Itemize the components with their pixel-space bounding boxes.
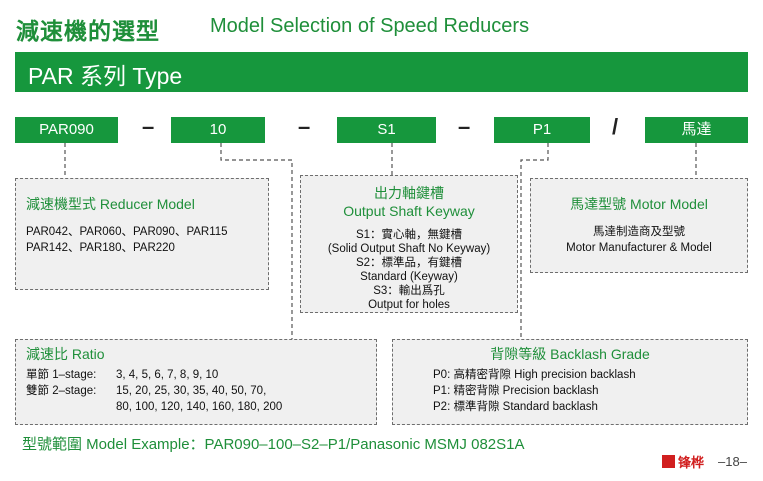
page-title-en: Model Selection of Speed Reducers: [210, 15, 530, 37]
backlash-line-p0: P0: 高精密背隙 High precision backlash: [433, 369, 636, 381]
code-ratio-box: 10: [171, 117, 265, 143]
code-dash-1: –: [142, 114, 155, 139]
model-example: 型號範圍 Model Example：PAR090–100–S2–P1/Pana…: [22, 436, 525, 453]
output-shaft-line-1: S1：實心軸，無鍵槽: [355, 229, 463, 241]
output-shaft-line-2: (Solid Output Shaft No Keyway): [327, 243, 491, 255]
reducer-model-line-2: PAR142、PAR180、PAR220: [26, 242, 175, 254]
motor-model-line-1: 馬達制造商及型號: [593, 226, 685, 238]
backlash-panel: [392, 339, 748, 425]
page-number: –18–: [718, 454, 747, 469]
ratio-heading: 減速比 Ratio: [26, 346, 105, 362]
code-slash: /: [612, 114, 619, 139]
motor-model-line-2: Motor Manufacturer & Model: [566, 242, 712, 254]
ratio-double-label: 雙節 2–stage:: [26, 385, 97, 397]
code-backlash-box: P1: [494, 117, 590, 143]
ratio-double-values-2: 80, 100, 120, 140, 160, 180, 200: [116, 401, 283, 413]
ratio-double-values-1: 15, 20, 25, 30, 35, 40, 50, 70,: [116, 385, 267, 397]
reducer-model-panel: [15, 178, 269, 290]
output-shaft-line-4: Standard (Keyway): [360, 271, 458, 283]
backlash-heading: 背隙等級 Backlash Grade: [490, 346, 650, 362]
motor-model-panel: [530, 178, 748, 273]
output-shaft-line-5: S3：輸出爲孔: [373, 285, 445, 297]
code-model-box: PAR090: [15, 117, 118, 143]
page-title-cn: 減速機的選型: [16, 19, 160, 45]
output-shaft-panel: [300, 175, 518, 313]
code-shaft-box: S1: [337, 117, 436, 143]
backlash-line-p1: P1: 精密背隙 Precision backlash: [433, 385, 599, 397]
reducer-model-line-1: PAR042、PAR060、PAR090、PAR115: [26, 226, 228, 238]
series-band: [15, 52, 748, 92]
output-shaft-line-6: Output for holes: [368, 299, 450, 311]
code-motor-box: 馬達: [645, 117, 748, 143]
brand-name: 锋桦: [678, 456, 705, 471]
motor-model-heading: 馬達型號 Motor Model: [570, 196, 708, 212]
backlash-line-p2: P2: 標準背隙 Standard backlash: [433, 401, 598, 413]
output-shaft-heading-en: Output Shaft Keyway: [343, 203, 475, 219]
series-band-text: PAR 系列 Type: [28, 63, 183, 89]
output-shaft-line-3: S2：標準品，有鍵槽: [355, 257, 463, 269]
code-dash-3: –: [458, 114, 471, 139]
brand-logo-icon: [662, 455, 675, 468]
ratio-panel: [15, 339, 377, 425]
ratio-single-label: 單節 1–stage:: [26, 369, 97, 381]
ratio-single-values: 3, 4, 5, 6, 7, 8, 9, 10: [116, 369, 219, 381]
code-dash-2: –: [298, 114, 311, 139]
reducer-model-heading: 減速機型式 Reducer Model: [26, 196, 195, 212]
output-shaft-heading-cn: 出力軸鍵槽: [374, 185, 444, 201]
